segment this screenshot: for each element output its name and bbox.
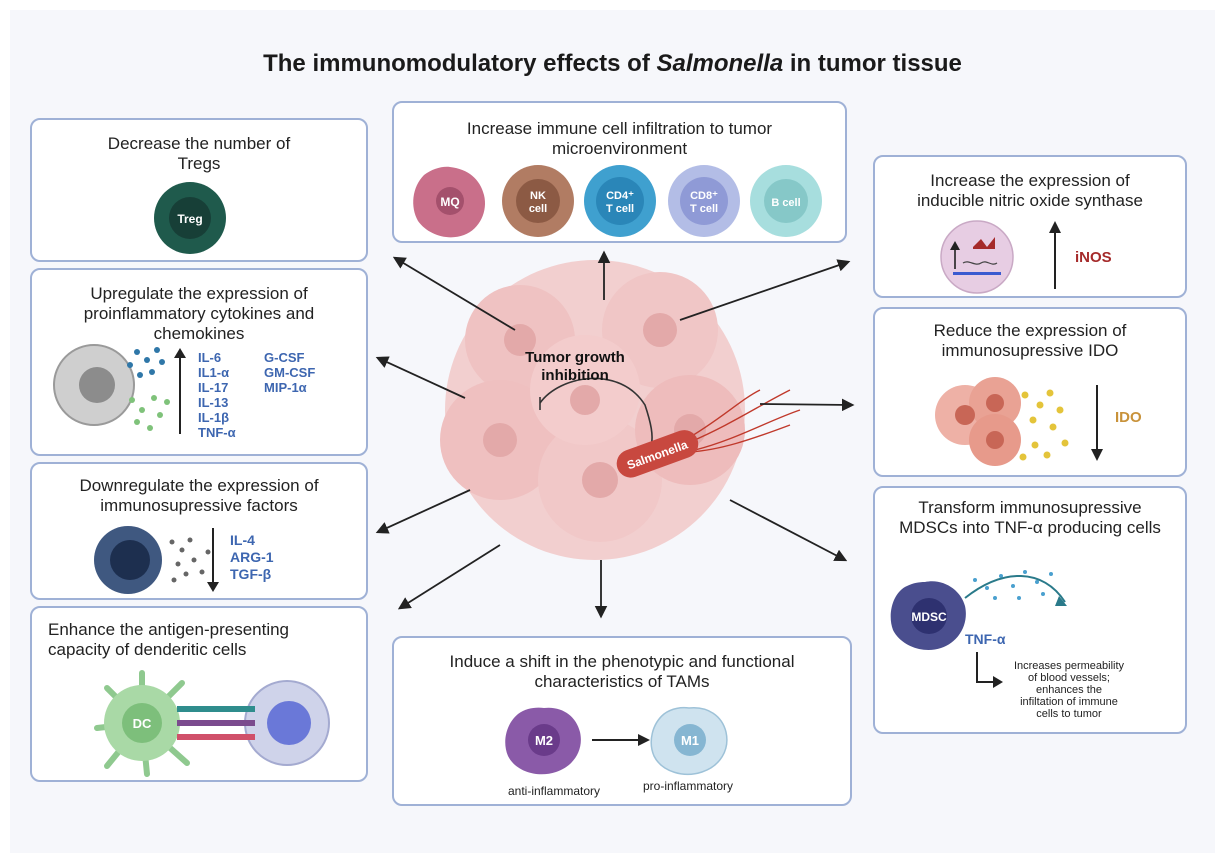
tam-illustration: M2 M1 anti-inflammatory pro-inflammatory [505, 706, 733, 798]
cytokine-item: IL-13 [198, 395, 229, 410]
cytokine-list-1: IL-6 IL1-α IL-17 IL-13 IL-1β TNF-α [198, 350, 236, 440]
down-arrow-icon [207, 528, 219, 592]
inhibition-arc [539, 377, 653, 449]
immunosup-factor: TGF-β [230, 566, 272, 582]
cytokine-item: GM-CSF [264, 365, 316, 380]
svg-text:anti-inflammatory: anti-inflammatory [508, 784, 600, 798]
svg-text:CD8⁺: CD8⁺ [690, 190, 718, 202]
immunosup-factor-list: IL-4 ARG-1 TGF-β [230, 532, 274, 583]
arrow-dc [397, 544, 501, 610]
svg-text:M2: M2 [535, 733, 553, 748]
ido-illustration [935, 377, 1103, 466]
mdsc-box: Transform immunosupressive MDSCs into TN… [873, 486, 1187, 734]
mdsc-note-line: Increases permeability [1013, 660, 1125, 672]
svg-text:T cell: T cell [606, 203, 634, 215]
title-prefix: The immunomodulatory effects of [263, 50, 657, 77]
mdsc-note: Increases permeability of blood vessels;… [983, 660, 1155, 720]
ido-box: Reduce the expression of immunosupressiv… [873, 307, 1187, 477]
inos-title: Increase the expression of inducible nit… [917, 171, 1143, 210]
svg-text:pro-inflammatory: pro-inflammatory [643, 779, 733, 793]
dc-title: Enhance the antigen-presenting capacity … [48, 620, 290, 659]
up-arrow-icon [174, 348, 186, 434]
mdsc-note-line: enhances the [1035, 684, 1103, 696]
cytokine-item: IL-6 [198, 350, 222, 365]
immunosup-factor: ARG-1 [230, 549, 274, 565]
tregs-title: Decrease the number of Tregs [107, 134, 291, 173]
tumor-label-2: inhibition [541, 367, 608, 384]
arrow-immunosup [375, 489, 471, 534]
ido-label: IDO [1115, 409, 1142, 426]
title-suffix: in tumor tissue [783, 50, 962, 77]
inos-label: iNOS [1075, 249, 1112, 266]
svg-text:MDSC: MDSC [911, 610, 947, 624]
title-italic: Salmonella [656, 50, 784, 77]
svg-text:M1: M1 [681, 733, 699, 748]
cytokine-item: IL1-α [198, 365, 230, 380]
svg-text:Treg: Treg [177, 212, 202, 226]
infiltration-box: Increase immune cell infiltration to tum… [392, 101, 847, 243]
svg-text:NK: NK [530, 190, 546, 202]
tam-title: Induce a shift in the phenotypic and fun… [449, 652, 795, 691]
svg-text:T cell: T cell [690, 203, 718, 215]
mdsc-title: Transform immunosupressive MDSCs into TN… [899, 498, 1161, 537]
svg-text:cell: cell [529, 203, 547, 215]
cytokines-title: Upregulate the expression of proinflamma… [83, 284, 315, 343]
tumor-mass [440, 260, 745, 560]
svg-text:B cell: B cell [771, 197, 800, 209]
cytokine-item: IL-17 [198, 380, 229, 395]
arrow-mdsc [729, 499, 848, 562]
tumor-label-1: Tumor growth [525, 349, 625, 366]
immunosup-cell [94, 526, 211, 594]
cytokine-item: G-CSF [264, 350, 305, 365]
cytokine-item: IL-1β [198, 410, 230, 425]
arrow-ido [759, 398, 855, 412]
immunosup-title: Downregulate the expression of immunosup… [79, 476, 319, 515]
dc-box: Enhance the antigen-presenting capacity … [30, 606, 368, 782]
mdsc-note-line: of blood vessels; [1028, 672, 1110, 684]
mdsc-illustration: MDSC TNF-α [890, 570, 1067, 688]
inos-box: Increase the expression of inducible nit… [873, 155, 1187, 298]
inos-illustration [940, 220, 1061, 294]
svg-text:MQ: MQ [440, 195, 459, 209]
svg-text:TNF-α: TNF-α [965, 631, 1006, 647]
mq-cell: MQ [413, 166, 486, 238]
cd8-cell: CD8⁺ T cell [668, 165, 740, 237]
mdsc-note-line: infiltation of immune [1020, 696, 1118, 708]
dc-illustration: DC [94, 670, 330, 777]
cytokine-item: MIP-1α [264, 380, 307, 395]
salmonella-bacterium [616, 389, 801, 478]
arrow-tregs [392, 256, 516, 331]
tregs-box: Decrease the number of Tregs Treg [30, 118, 368, 262]
arrow-cytokines [375, 356, 466, 399]
treg-cell: Treg [154, 182, 226, 254]
cytokines-box: Upregulate the expression of proinflamma… [30, 268, 368, 456]
figure-title: The immunomodulatory effects of Salmonel… [0, 50, 1225, 78]
nk-cell: NK cell [502, 165, 574, 237]
svg-text:CD4⁺: CD4⁺ [606, 190, 634, 202]
immunosup-box: Downregulate the expression of immunosup… [30, 462, 368, 600]
infiltration-title: Increase immune cell infiltration to tum… [466, 119, 773, 158]
cytokine-item: TNF-α [198, 425, 236, 440]
immunosup-factor: IL-4 [230, 532, 255, 548]
svg-text:DC: DC [133, 716, 152, 731]
cd4-cell: CD4⁺ T cell [584, 165, 656, 237]
immune-cells-row: MQ NK cell CD4⁺ T cell CD8⁺ T cell B cel… [413, 165, 822, 238]
mdsc-note-line: cells to tumor [1036, 708, 1102, 720]
b-cell: B cell [750, 165, 822, 237]
ido-title: Reduce the expression of immunosupressiv… [933, 321, 1127, 360]
arrow-inos [679, 259, 851, 321]
cytokine-list-2: G-CSF GM-CSF MIP-1α [264, 350, 315, 395]
cytokine-cell [53, 344, 170, 431]
tam-box: Induce a shift in the phenotypic and fun… [392, 636, 852, 806]
